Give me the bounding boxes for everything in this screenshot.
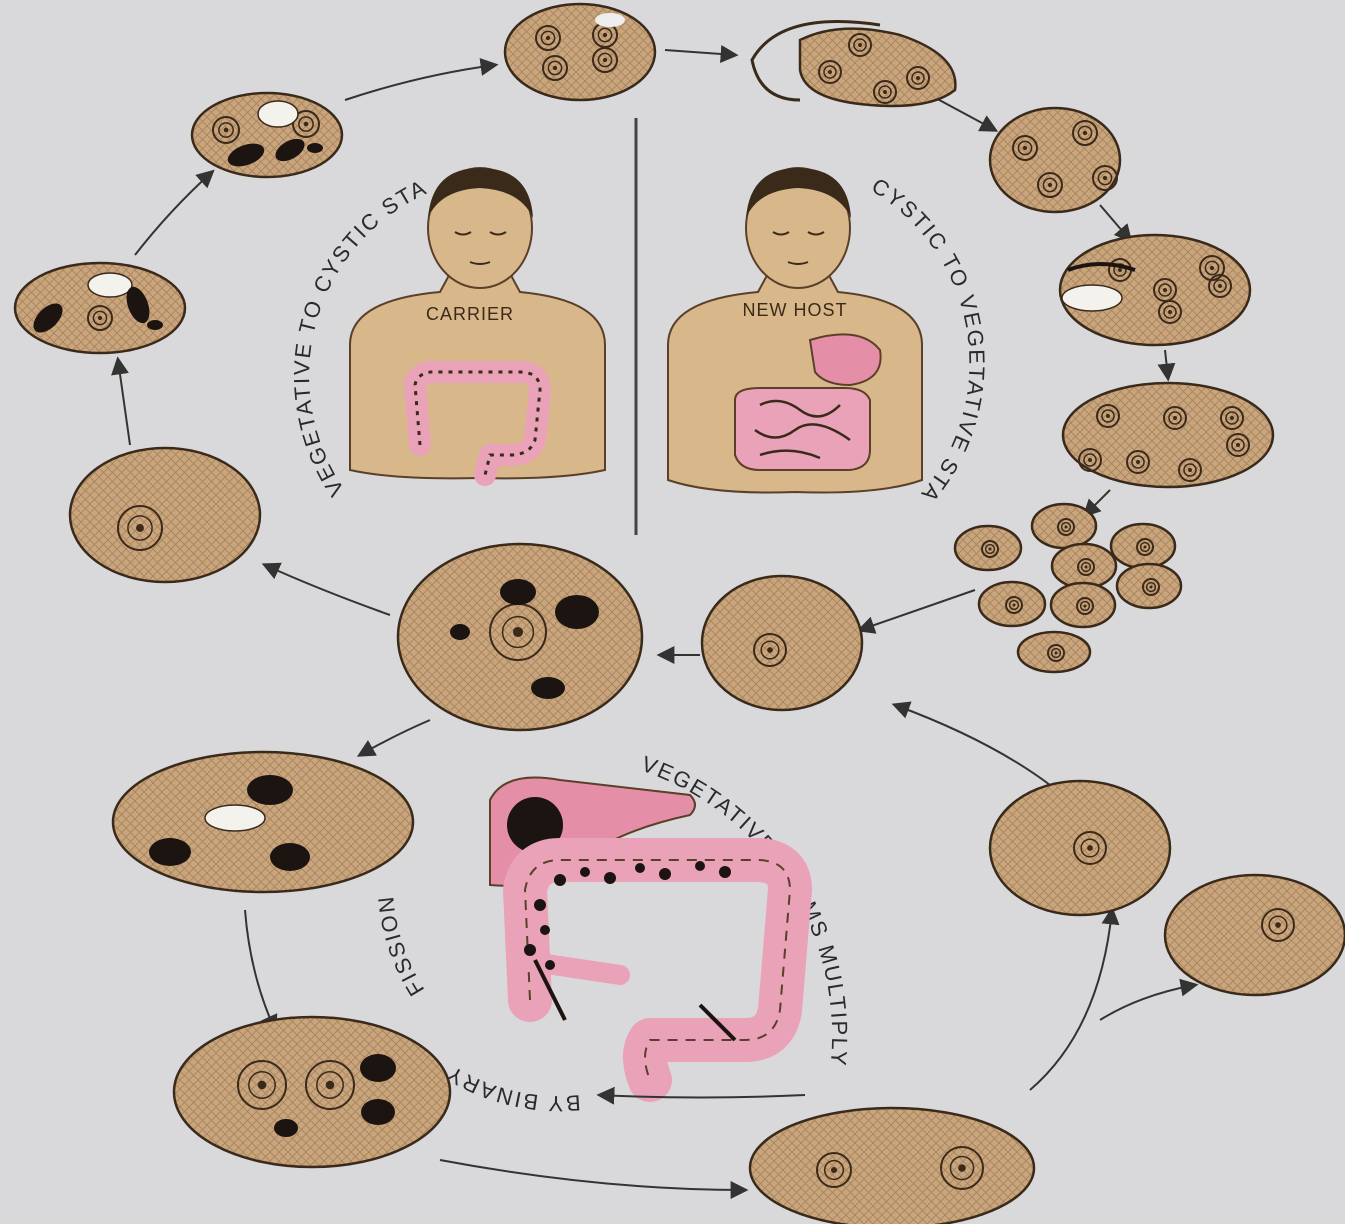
trophozoite-icon (1165, 875, 1345, 995)
intestine-icon (735, 388, 870, 470)
trophozoite-icon (702, 576, 862, 710)
cyst-icon (505, 4, 655, 100)
dividing-trophozoite-icon (174, 1017, 450, 1167)
amoebula-icon (1018, 632, 1090, 672)
cyst-icon (1063, 383, 1273, 487)
cyst-icon (990, 108, 1120, 212)
cyst-icon (1060, 235, 1250, 345)
carrier-label: CARRIER (426, 304, 514, 324)
amoebula-icon (979, 582, 1045, 626)
trophozoite-icon (398, 544, 642, 730)
amoebula-icon (1051, 583, 1115, 627)
stomach-icon (810, 334, 881, 385)
new-host-label: NEW HOST (743, 300, 848, 320)
trophozoite-icon (113, 752, 413, 892)
trophozoite-icon (70, 448, 260, 582)
precyst-icon (15, 263, 185, 353)
amoebula-icon (1111, 524, 1175, 568)
cyst-icon (192, 93, 342, 177)
amoebula-icon (1032, 504, 1096, 548)
amoebula-icon (1052, 544, 1116, 588)
dividing-trophozoite-icon (750, 1108, 1034, 1224)
trophozoite-icon (990, 781, 1170, 915)
amoebula-icon (955, 526, 1021, 570)
amoebula-icon (1117, 564, 1181, 608)
